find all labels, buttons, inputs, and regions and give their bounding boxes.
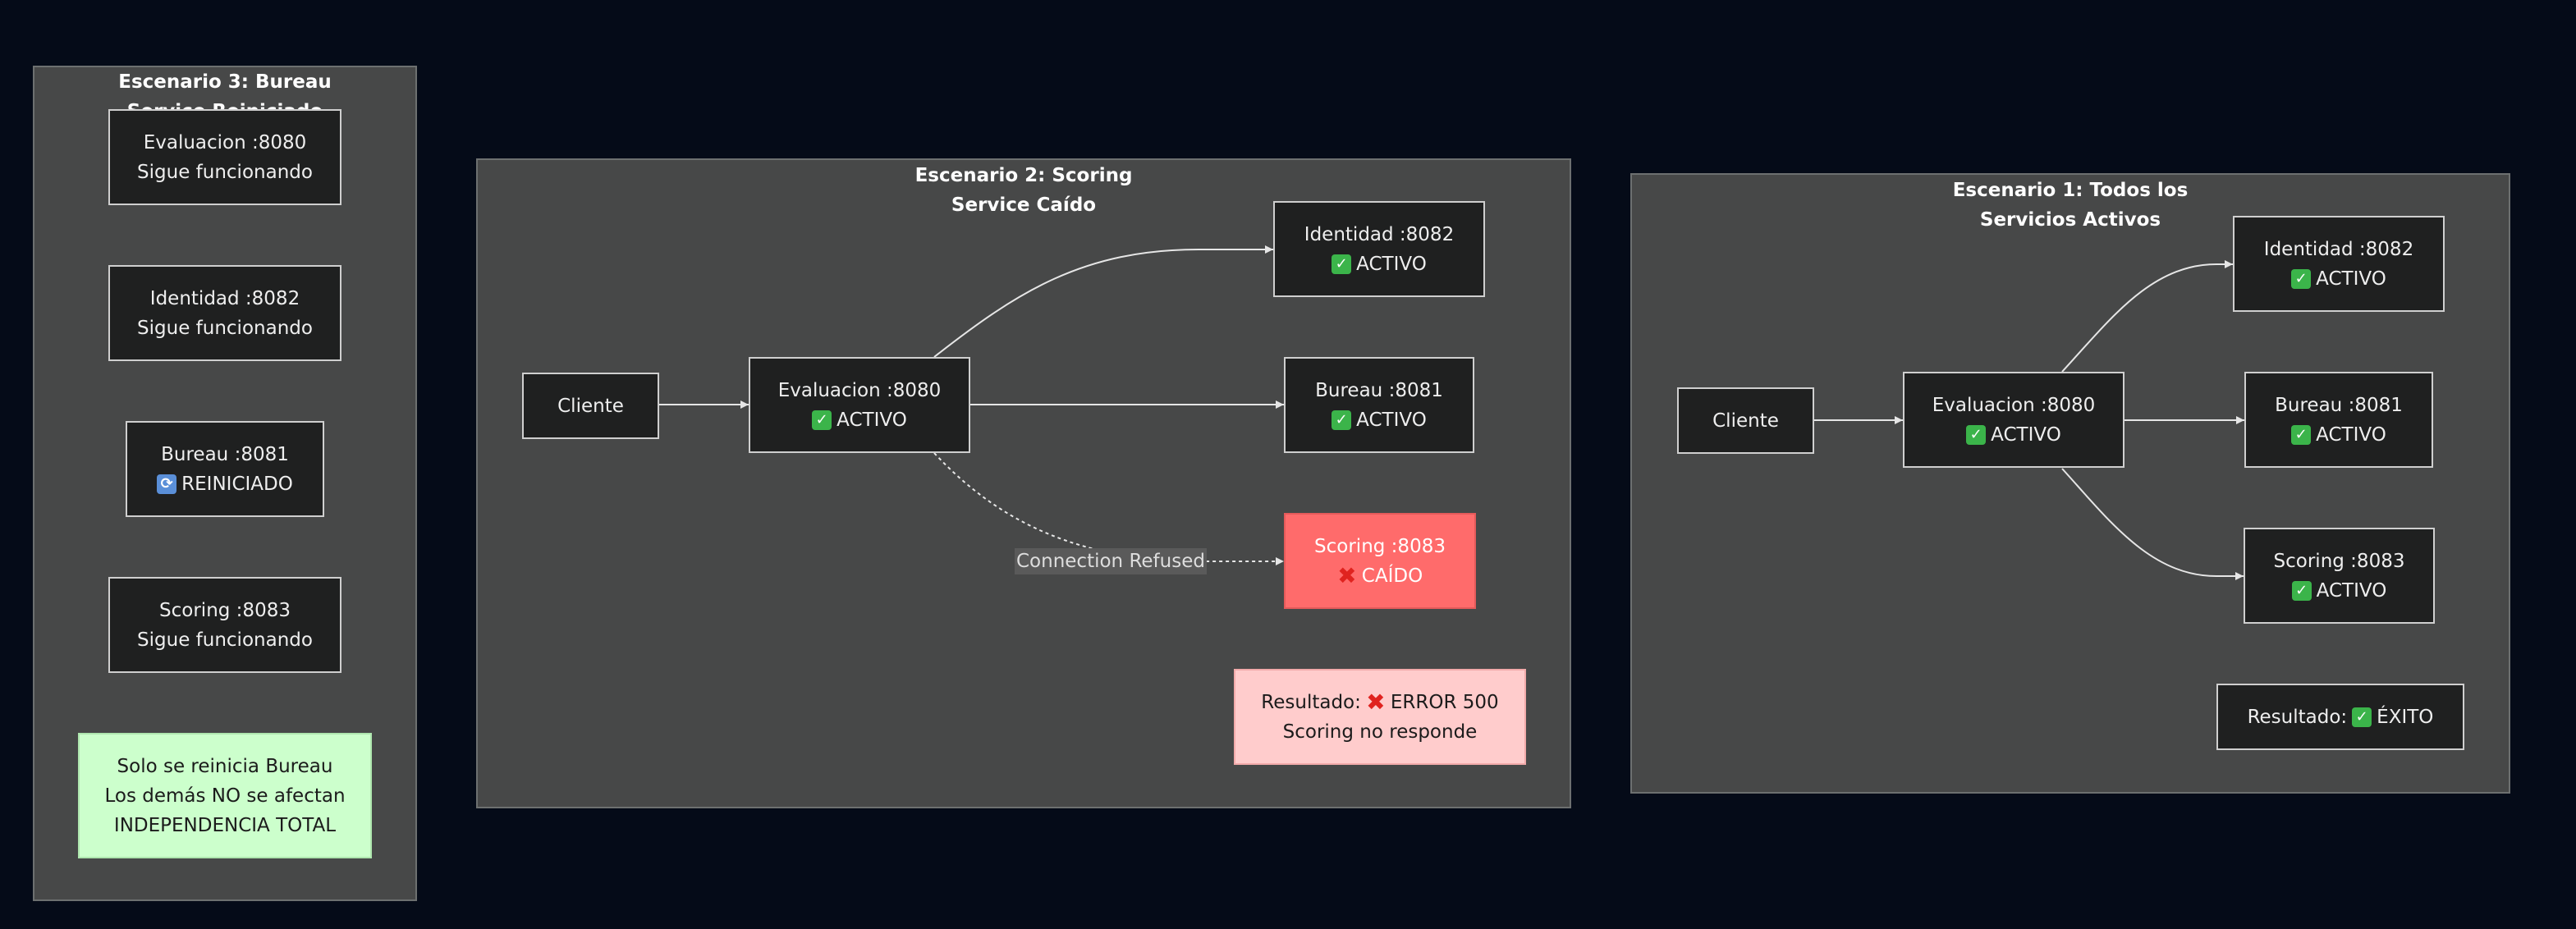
node-name: Cliente	[1712, 410, 1779, 432]
check-icon: ✓	[1332, 254, 1352, 274]
check-icon: ✓	[2291, 424, 2312, 445]
edge-label-connection-refused: Connection Refused	[1015, 548, 1207, 574]
node-status: ACTIVO	[837, 409, 907, 431]
cluster-title-line1: Escenario 2: Scoring	[914, 165, 1133, 186]
node-name: Bureau :8081	[1315, 379, 1443, 401]
node-scoring-e1[interactable]: Scoring :8083 ✓ ACTIVO	[2244, 528, 2435, 624]
node-status: ACTIVO	[2316, 579, 2387, 602]
cluster-title-escenario-1: Escenario 1: Todos los Servicios Activos	[1632, 176, 2509, 235]
result-value: ÉXITO	[2377, 706, 2434, 728]
node-status: Sigue funcionando	[137, 317, 313, 339]
note-line1: Solo se reinicia Bureau	[117, 755, 333, 777]
node-bureau-e1[interactable]: Bureau :8081 ✓ ACTIVO	[2244, 372, 2433, 468]
cluster-title-escenario-2: Escenario 2: Scoring Service Caído	[478, 161, 1570, 220]
check-icon: ✓	[1332, 410, 1352, 430]
note-line3: INDEPENDENCIA TOTAL	[113, 814, 337, 836]
check-icon: ✓	[2291, 268, 2312, 289]
check-icon: ✓	[2352, 707, 2372, 727]
node-name: Bureau :8081	[161, 443, 289, 465]
node-name: Scoring :8083	[1314, 535, 1446, 557]
node-status: CAÍDO	[1361, 565, 1423, 587]
check-icon: ✓	[1966, 424, 1987, 445]
result-detail: Scoring no responde	[1282, 721, 1478, 743]
note-independencia: Solo se reinicia Bureau Los demás NO se …	[78, 733, 372, 858]
node-evaluacion-e1[interactable]: Evaluacion :8080 ✓ ACTIVO	[1903, 372, 2125, 468]
node-name: Evaluacion :8080	[777, 379, 942, 401]
node-status: REINICIADO	[181, 473, 293, 495]
cluster-title-line2: Service Caído	[951, 194, 1097, 216]
result-value: ERROR 500	[1390, 691, 1499, 713]
node-status: Sigue funcionando	[137, 629, 313, 651]
node-identidad-e2[interactable]: Identidad :8082 ✓ ACTIVO	[1273, 201, 1485, 297]
result-label: Resultado:	[2247, 706, 2348, 728]
result-error-e2: Resultado: ✖ ERROR 500 Scoring no respon…	[1234, 669, 1526, 765]
result-label: Resultado:	[1261, 691, 1361, 713]
node-scoring-e2[interactable]: Scoring :8083 ✖ CAÍDO	[1284, 513, 1476, 609]
node-cliente-e2[interactable]: Cliente	[522, 373, 659, 439]
node-evaluacion-e3[interactable]: Evaluacion :8080 Sigue funcionando	[108, 109, 341, 205]
node-identidad-e1[interactable]: Identidad :8082 ✓ ACTIVO	[2233, 216, 2445, 312]
node-bureau-e2[interactable]: Bureau :8081 ✓ ACTIVO	[1284, 357, 1474, 453]
node-name: Scoring :8083	[159, 599, 291, 621]
sync-icon: ⟳	[157, 474, 177, 494]
check-icon: ✓	[812, 410, 832, 430]
node-evaluacion-e2[interactable]: Evaluacion :8080 ✓ ACTIVO	[749, 357, 970, 453]
node-status: ACTIVO	[1356, 409, 1427, 431]
node-name: Identidad :8082	[149, 287, 300, 309]
node-identidad-e3[interactable]: Identidad :8082 Sigue funcionando	[108, 265, 341, 361]
node-status: ACTIVO	[2316, 268, 2386, 290]
node-name: Bureau :8081	[2275, 394, 2403, 416]
node-status: ACTIVO	[2316, 423, 2386, 446]
node-name: Scoring :8083	[2273, 550, 2405, 572]
node-name: Identidad :8082	[1304, 223, 1455, 245]
node-name: Cliente	[557, 395, 624, 417]
node-cliente-e1[interactable]: Cliente	[1677, 387, 1814, 454]
node-name: Evaluacion :8080	[1932, 394, 2096, 416]
cluster-title-line1: Escenario 3: Bureau	[118, 71, 332, 93]
x-icon: ✖	[1366, 688, 1386, 716]
cluster-title-line2: Servicios Activos	[1979, 209, 2161, 231]
result-ok-e1: Resultado: ✓ ÉXITO	[2216, 684, 2464, 750]
node-scoring-e3[interactable]: Scoring :8083 Sigue funcionando	[108, 577, 341, 673]
node-name: Evaluacion :8080	[143, 131, 307, 153]
node-name: Identidad :8082	[2263, 238, 2414, 260]
node-status: ACTIVO	[1356, 253, 1427, 275]
node-status: ACTIVO	[1991, 423, 2061, 446]
node-status: Sigue funcionando	[137, 161, 313, 183]
x-icon: ✖	[1337, 561, 1357, 589]
note-line2: Los demás NO se afectan	[104, 785, 346, 807]
cluster-title-line1: Escenario 1: Todos los	[1952, 180, 2189, 201]
check-icon: ✓	[2291, 580, 2312, 601]
node-bureau-e3[interactable]: Bureau :8081 ⟳ REINICIADO	[126, 421, 324, 517]
